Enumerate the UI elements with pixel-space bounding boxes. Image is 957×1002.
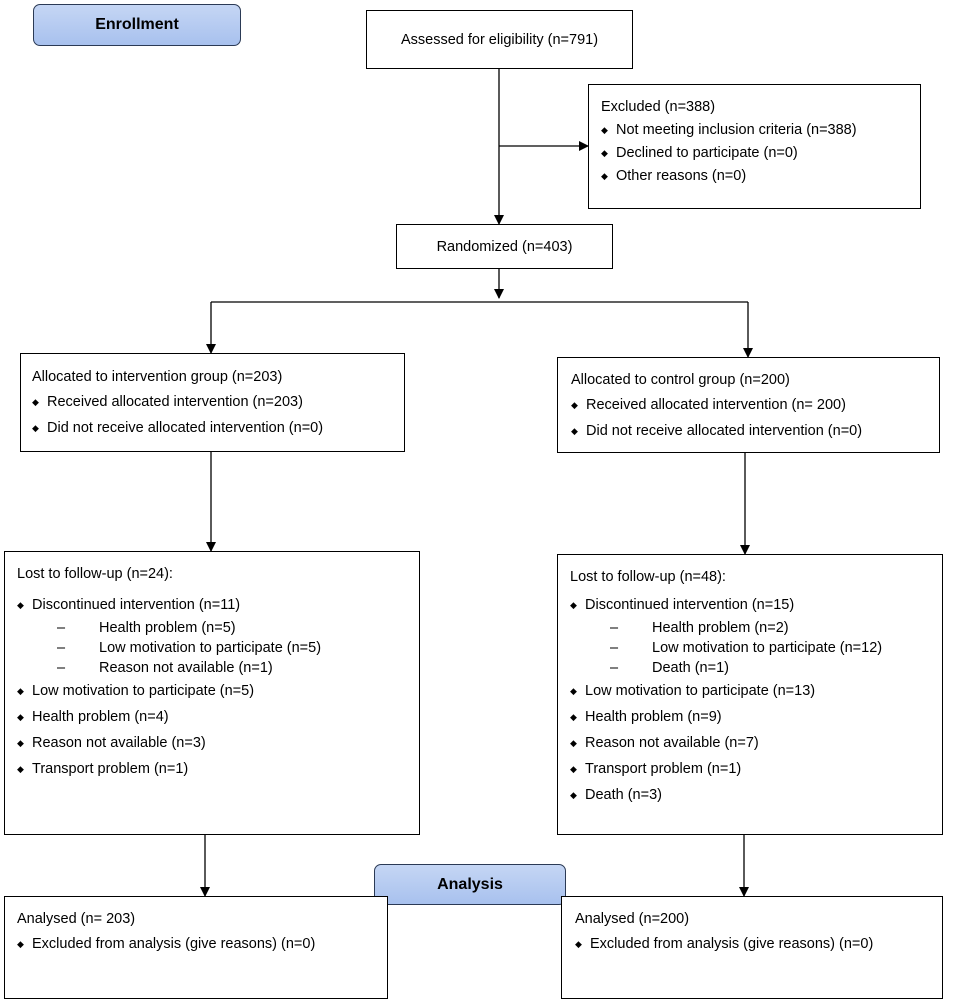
bullet-icon: ◆: [17, 600, 24, 610]
intervention-followup-item: ◆ Transport problem (n=1): [17, 756, 407, 782]
bullet-icon: ◆: [32, 397, 39, 407]
intervention-analysis-item-text: Excluded from analysis (give reasons) (n…: [32, 936, 316, 952]
intervention-followup-subitem: –Health problem (n=5): [57, 620, 236, 636]
control-followup-item: ◆ Discontinued intervention (n=15): [570, 592, 930, 618]
bullet-icon: ◆: [570, 738, 577, 748]
control-subitem-text: Low motivation to participate (n=12): [652, 640, 883, 656]
bullet-icon: ◆: [575, 939, 582, 949]
intervention-followup-box: Lost to follow-up (n=24): ◆ Discontinued …: [4, 551, 420, 835]
control-followup-item: ◆ Reason not available (n=7): [570, 730, 930, 756]
excluded-item: ◆ Other reasons (n=0): [601, 165, 908, 188]
bullet-icon: ◆: [571, 400, 578, 410]
control-allocation-item-text: Did not receive allocated intervention (…: [586, 423, 863, 439]
control-subitem-text: Health problem (n=2): [652, 620, 789, 636]
enrollment-stage-label: Enrollment: [33, 4, 241, 46]
intervention-followup-subitem: –Reason not available (n=1): [57, 660, 273, 676]
excluded-item-text: Other reasons (n=0): [616, 168, 747, 184]
control-followup-item: ◆ Transport problem (n=1): [570, 756, 930, 782]
randomized-text: Randomized (n=403): [436, 238, 573, 255]
intervention-analysis-box: Analysed (n= 203) ◆ Excluded from analysi…: [4, 896, 388, 999]
bullet-icon: ◆: [17, 738, 24, 748]
control-followup-item: ◆ Health problem (n=9): [570, 704, 930, 730]
excluded-item-text: Not meeting inclusion criteria (n=388): [616, 122, 857, 138]
intervention-discontinued-text: Discontinued intervention (n=11): [32, 597, 241, 613]
intervention-followup-item-text: Low motivation to participate (n=5): [32, 683, 255, 699]
control-analysis-item: ◆ Excluded from analysis (give reasons) (…: [575, 931, 929, 957]
control-allocation-box: Allocated to control group (n=200) ◆ Rece…: [557, 357, 940, 453]
intervention-followup-item: ◆ Reason not available (n=3): [17, 730, 407, 756]
control-followup-item-text: Death (n=3): [585, 787, 662, 803]
control-followup-item: ◆ Low motivation to participate (n=13): [570, 678, 930, 704]
assessed-text: Assessed for eligibility (n=791): [400, 31, 599, 48]
control-followup-subitem: –Health problem (n=2): [610, 620, 789, 636]
control-followup-title: Lost to follow-up (n=48):: [570, 569, 726, 585]
control-analysis-title: Analysed (n=200): [575, 911, 690, 927]
intervention-followup-item-text: Health problem (n=4): [32, 709, 169, 725]
intervention-followup-item: ◆ Health problem (n=4): [17, 704, 407, 730]
control-allocation-title: Allocated to control group (n=200): [571, 372, 790, 388]
control-followup-item-text: Low motivation to participate (n=13): [585, 683, 816, 699]
bullet-icon: ◆: [17, 712, 24, 722]
control-followup-item-text: Transport problem (n=1): [585, 761, 742, 777]
intervention-subitem-text: Low motivation to participate (n=5): [99, 640, 322, 656]
intervention-allocation-item: ◆ Did not receive allocated intervention …: [32, 415, 393, 441]
bullet-icon: ◆: [17, 686, 24, 696]
excluded-item: ◆ Declined to participate (n=0): [601, 142, 908, 165]
intervention-followup-item: ◆ Discontinued intervention (n=11): [17, 592, 407, 618]
assessed-box: Assessed for eligibility (n=791): [366, 10, 633, 69]
intervention-subitem-text: Health problem (n=5): [99, 620, 236, 636]
intervention-allocation-title: Allocated to intervention group (n=203): [32, 369, 283, 385]
control-followup-item-text: Reason not available (n=7): [585, 735, 759, 751]
control-followup-box: Lost to follow-up (n=48): ◆ Discontinued …: [557, 554, 943, 835]
intervention-followup-item-text: Reason not available (n=3): [32, 735, 206, 751]
bullet-icon: ◆: [570, 600, 577, 610]
bullet-icon: ◆: [570, 712, 577, 722]
control-discontinued-text: Discontinued intervention (n=15): [585, 597, 795, 613]
analysis-stage-label: Analysis: [374, 864, 566, 905]
control-analysis-item-text: Excluded from analysis (give reasons) (n…: [590, 936, 874, 952]
bullet-icon: ◆: [571, 426, 578, 436]
bullet-icon: ◆: [17, 764, 24, 774]
bullet-icon: ◆: [570, 790, 577, 800]
intervention-subitem-text: Reason not available (n=1): [99, 660, 273, 676]
control-subitem-text: Death (n=1): [652, 660, 729, 676]
randomized-box: Randomized (n=403): [396, 224, 613, 269]
bullet-icon: ◆: [601, 148, 608, 158]
control-allocation-item: ◆ Did not receive allocated intervention …: [571, 418, 926, 444]
intervention-analysis-item: ◆ Excluded from analysis (give reasons) (…: [17, 931, 375, 957]
bullet-icon: ◆: [17, 939, 24, 949]
bullet-icon: ◆: [601, 171, 608, 181]
control-allocation-item: ◆ Received allocated intervention (n= 200…: [571, 392, 926, 418]
control-followup-subitem: –Low motivation to participate (n=12): [610, 640, 883, 656]
excluded-item-text: Declined to participate (n=0): [616, 145, 798, 161]
excluded-item: ◆ Not meeting inclusion criteria (n=388): [601, 119, 908, 142]
intervention-allocation-item: ◆ Received allocated intervention (n=203): [32, 389, 393, 415]
control-followup-subitem: –Death (n=1): [610, 660, 729, 676]
bullet-icon: ◆: [570, 764, 577, 774]
bullet-icon: ◆: [601, 125, 608, 135]
intervention-followup-title: Lost to follow-up (n=24):: [17, 566, 173, 582]
control-analysis-box: Analysed (n=200) ◆ Excluded from analysis…: [561, 896, 943, 999]
intervention-followup-item-text: Transport problem (n=1): [32, 761, 189, 777]
intervention-analysis-title: Analysed (n= 203): [17, 911, 136, 927]
excluded-title: Excluded (n=388): [601, 99, 716, 115]
bullet-icon: ◆: [32, 423, 39, 433]
excluded-box: Excluded (n=388) ◆ Not meeting inclusion …: [588, 84, 921, 209]
intervention-followup-subitem: –Low motivation to participate (n=5): [57, 640, 322, 656]
control-followup-item-text: Health problem (n=9): [585, 709, 722, 725]
bullet-icon: ◆: [570, 686, 577, 696]
intervention-allocation-box: Allocated to intervention group (n=203) …: [20, 353, 405, 452]
control-followup-item: ◆ Death (n=3): [570, 782, 930, 808]
intervention-allocation-item-text: Did not receive allocated intervention (…: [47, 420, 324, 436]
intervention-followup-item: ◆ Low motivation to participate (n=5): [17, 678, 407, 704]
intervention-allocation-item-text: Received allocated intervention (n=203): [47, 394, 303, 410]
control-allocation-item-text: Received allocated intervention (n= 200): [586, 397, 846, 413]
